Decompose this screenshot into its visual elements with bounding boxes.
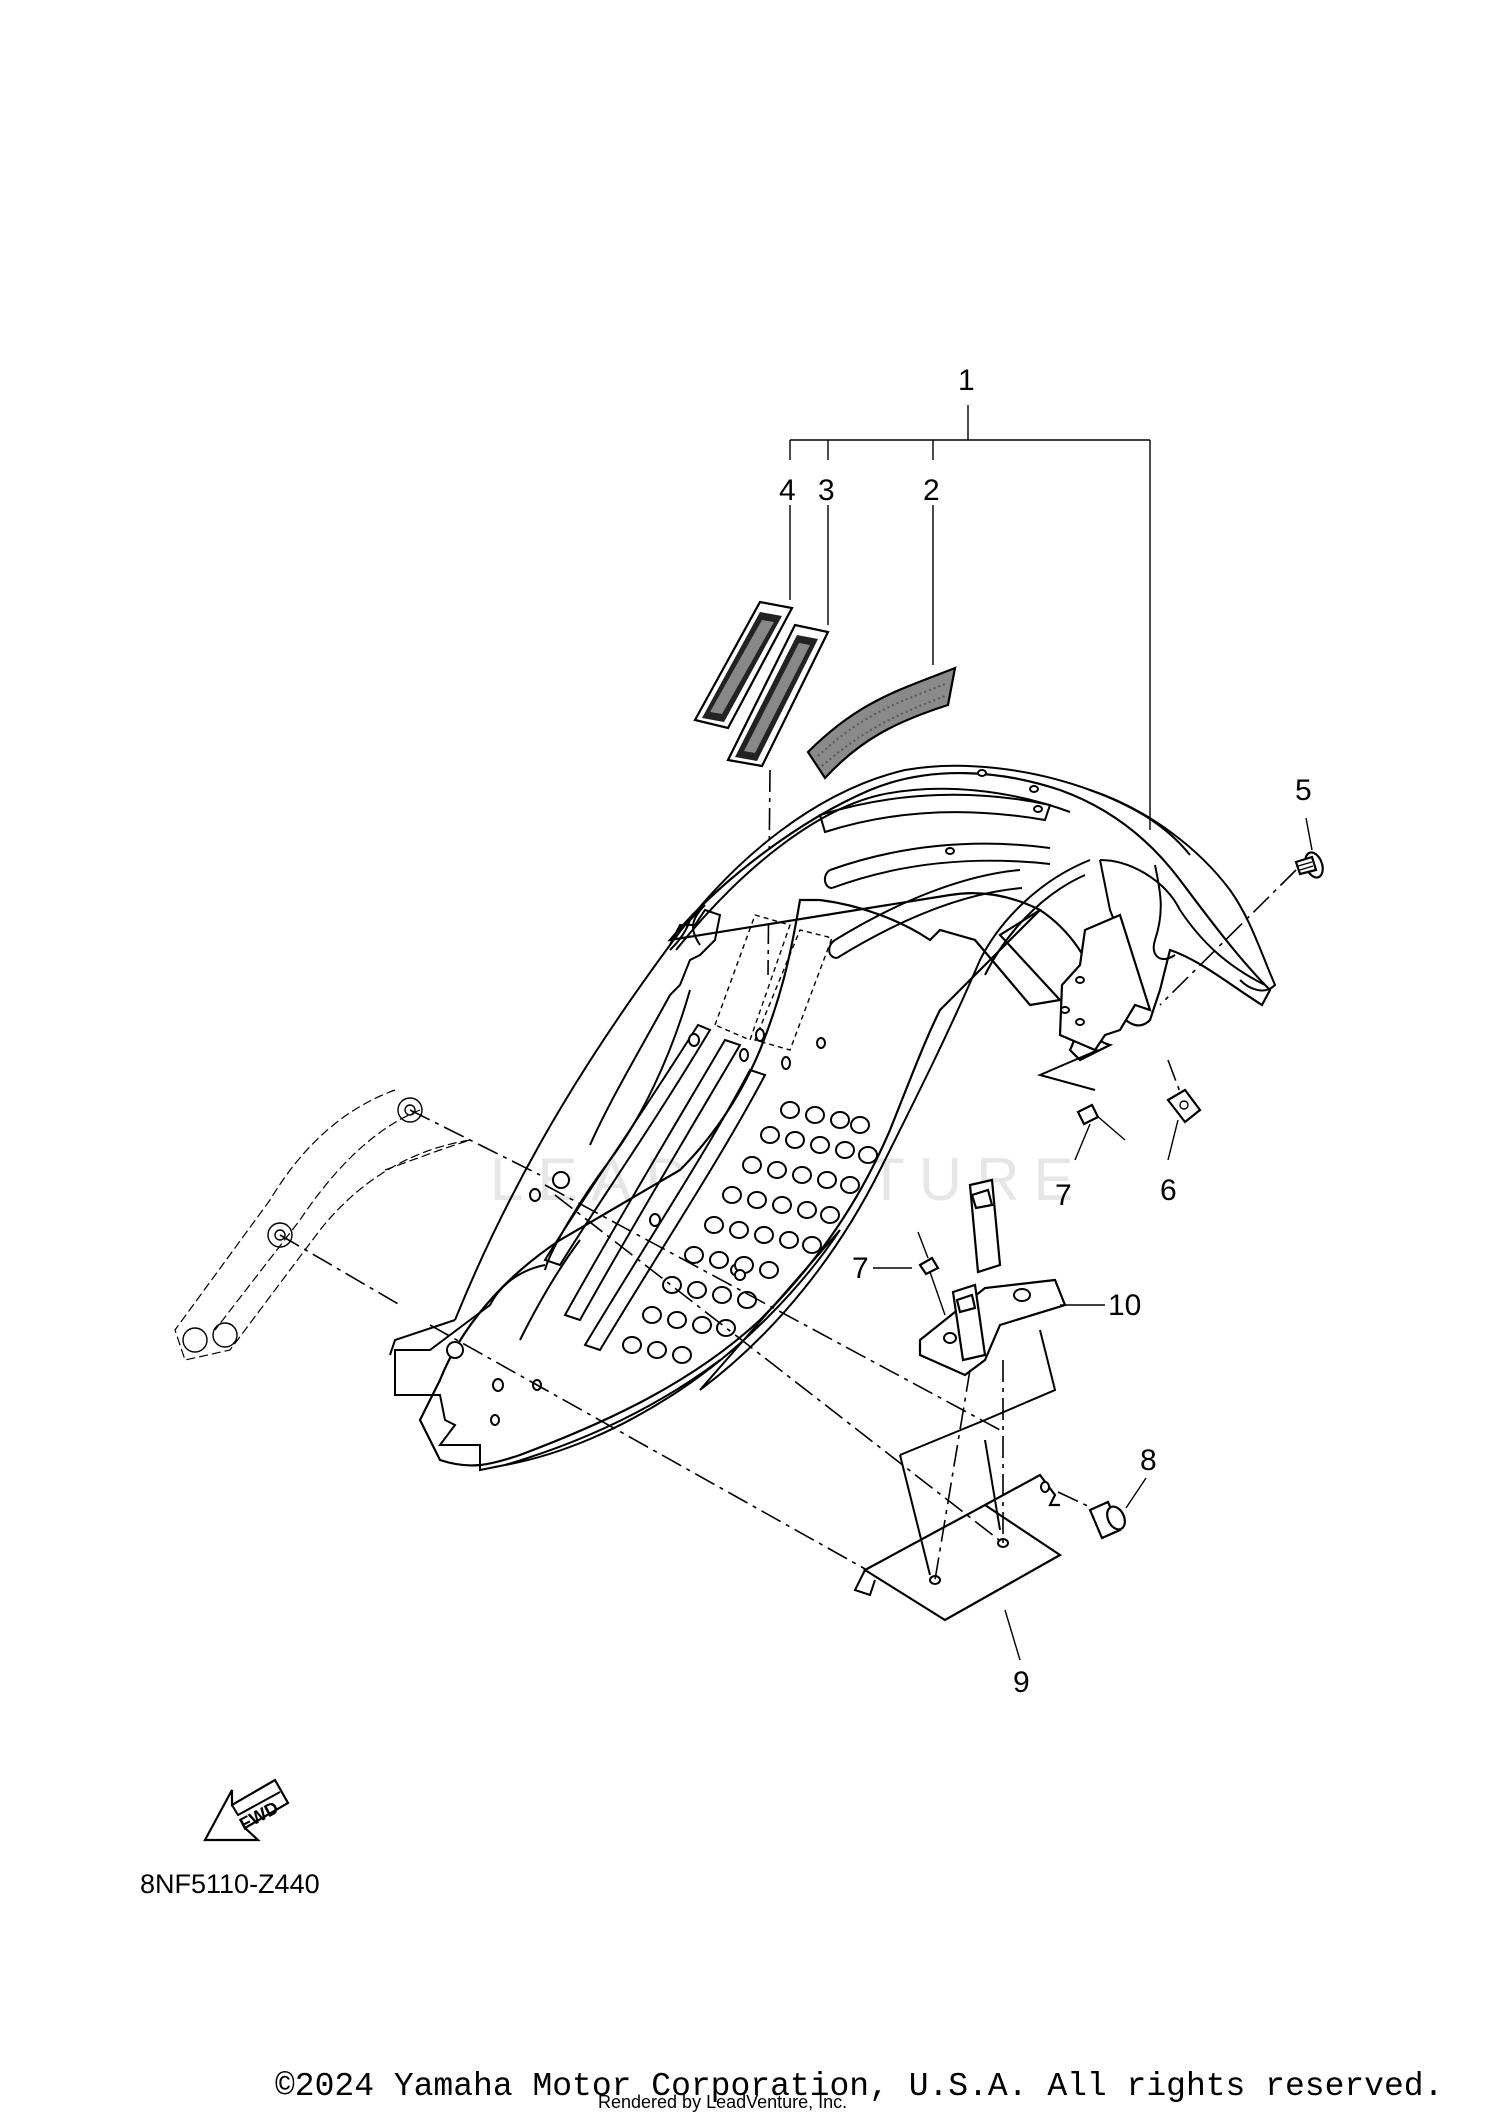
bolt-8 [1057, 1477, 1147, 1540]
perforation-hole [642, 1306, 662, 1324]
perforation-hole [840, 1176, 860, 1194]
copyright: ©2024 Yamaha Motor Corporation, U.S.A. A… [275, 2068, 1443, 2105]
fwd-arrow-icon: FWD [203, 1778, 290, 1842]
bracket-10 [918, 1178, 1105, 1421]
perforation-hole [734, 1269, 746, 1281]
perforation-hole [767, 1161, 787, 1179]
label-leader [767, 769, 771, 976]
callout-1: 1 [958, 364, 975, 397]
perforation-hole [692, 1316, 712, 1334]
fender-side-bracket [1058, 913, 1152, 1052]
warning-label-4 [693, 600, 794, 730]
callout-1-bracket [789, 405, 1151, 830]
perforation-hole [667, 1311, 687, 1329]
perforation-hole [817, 1171, 837, 1189]
perforation-hole [835, 1141, 855, 1159]
perforation-hole [779, 1231, 799, 1249]
perforation-hole [820, 1206, 840, 1224]
alignment-lines [279, 1109, 1004, 1581]
callout-labels: 1 2 3 4 5 6 7 7 8 9 10 [779, 364, 1312, 1699]
perforation-hole [759, 1261, 779, 1279]
perforation-hole [785, 1131, 805, 1149]
perforation-hole [830, 1111, 850, 1129]
callout-2: 2 [923, 474, 940, 507]
perforation-hole [622, 1336, 642, 1354]
perforation-hole [684, 1246, 704, 1264]
callout-4: 4 [779, 474, 796, 507]
perforation-hole [754, 1226, 774, 1244]
callout-10: 10 [1108, 1289, 1141, 1322]
rear-fender [389, 764, 1277, 1472]
callout-6: 6 [1160, 1174, 1177, 1207]
swingarm-ghost [174, 1089, 471, 1361]
callout-7-lower: 7 [852, 1252, 869, 1285]
bolt-5 [1159, 817, 1324, 1006]
perforation-pattern [622, 1101, 878, 1364]
rivet-7-upper [1036, 1049, 1126, 1161]
perforation-hole [792, 1166, 812, 1184]
nut-clip-6 [1166, 1059, 1202, 1161]
perforation-hole [647, 1341, 667, 1359]
callout-8: 8 [1140, 1444, 1157, 1477]
perforation-hole [712, 1286, 732, 1304]
perforation-hole [687, 1281, 707, 1299]
warning-label-3 [726, 623, 830, 768]
rendered-by: Rendered by LeadVenture, Inc. [598, 2092, 847, 2112]
perforation-hole [747, 1191, 767, 1209]
perforation-hole [704, 1216, 724, 1234]
perforation-hole [780, 1101, 800, 1119]
perforation-hole [802, 1236, 822, 1254]
callout-7-upper: 7 [1055, 1179, 1072, 1212]
rivet-7-lower [873, 1231, 946, 1316]
perforation-hole [742, 1156, 762, 1174]
perforation-hole [810, 1136, 830, 1154]
perforation-hole [858, 1146, 878, 1164]
reflector-pad-2 [806, 666, 957, 780]
callout-3: 3 [818, 474, 835, 507]
perforation-hole [805, 1106, 825, 1124]
callout-5: 5 [1295, 774, 1312, 807]
perforation-hole [797, 1201, 817, 1219]
perforation-hole [709, 1251, 729, 1269]
license-plate-bracket-9 [853, 1419, 1063, 1661]
perforation-hole [729, 1221, 749, 1239]
perforation-hole [772, 1196, 792, 1214]
perforation-hole [672, 1346, 692, 1364]
callout-9: 9 [1013, 1666, 1030, 1699]
diagram-code: 8NF5110-Z440 [140, 1869, 320, 1899]
perforation-hole [722, 1186, 742, 1204]
perforation-hole [760, 1126, 780, 1144]
perforation-hole [850, 1116, 870, 1134]
